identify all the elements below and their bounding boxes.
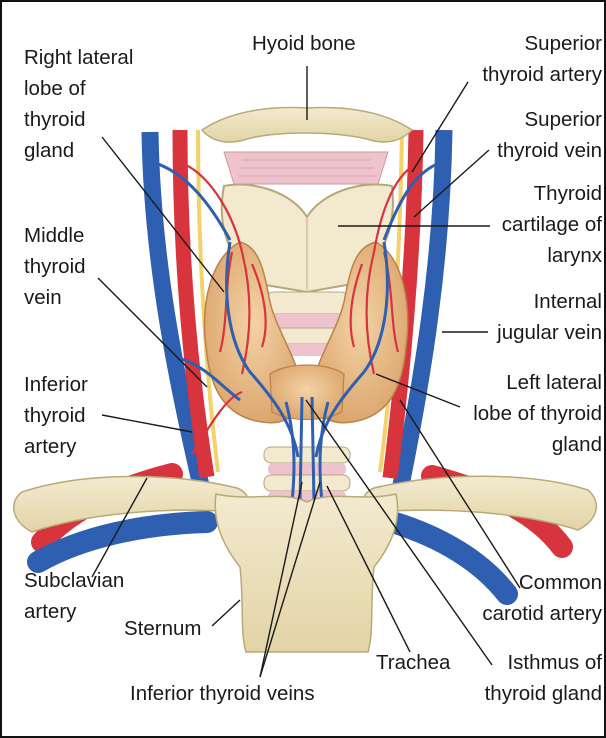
label-trachea: Trachea <box>376 647 450 678</box>
leader-sternum <box>212 600 240 626</box>
label-thyroid-cartilage: Thyroid cartilage of larynx <box>502 178 602 271</box>
label-inferior-thyroid-artery: Inferior thyroid artery <box>24 369 88 462</box>
label-right-lateral-lobe: Right lateral lobe of thyroid gland <box>24 42 133 166</box>
label-internal-jugular-vein: Internal jugular vein <box>497 286 602 348</box>
label-isthmus: Isthmus of thyroid gland <box>485 647 602 709</box>
label-common-carotid-artery: Common carotid artery <box>482 567 602 629</box>
label-left-lateral-lobe: Left lateral lobe of thyroid gland <box>473 367 602 460</box>
label-sternum: Sternum <box>124 613 201 644</box>
label-subclavian-artery: Subclavian artery <box>24 565 124 627</box>
label-inferior-thyroid-veins: Inferior thyroid veins <box>130 678 315 709</box>
label-superior-thyroid-vein: Superior thyroid vein <box>497 104 602 166</box>
label-superior-thyroid-artery: Superior thyroid artery <box>482 28 602 90</box>
label-hyoid-bone: Hyoid bone <box>252 28 356 59</box>
label-middle-thyroid-vein: Middle thyroid vein <box>24 220 86 313</box>
